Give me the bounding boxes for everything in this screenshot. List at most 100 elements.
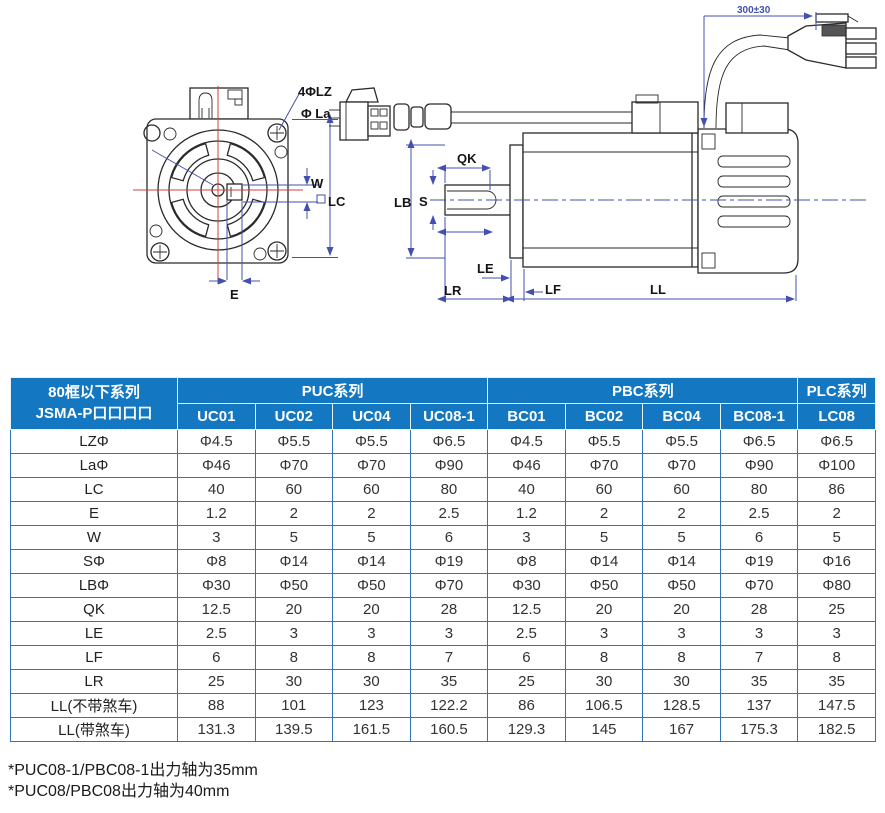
spec-cell: 5 — [797, 525, 876, 550]
spec-cell: Φ30 — [487, 573, 566, 598]
spec-cell: Φ16 — [797, 549, 876, 574]
label-qk: QK — [457, 151, 477, 166]
group-header: PLC系列 — [797, 377, 876, 404]
spec-cell: 8 — [797, 645, 876, 670]
spec-cell: 3 — [719, 621, 799, 646]
flange-slots — [170, 142, 266, 238]
spec-cell: 137 — [719, 693, 799, 718]
spec-cell: 145 — [564, 717, 644, 742]
spec-cell: 28 — [719, 597, 799, 622]
label-4lz: 4ΦLZ — [298, 84, 332, 99]
spec-cell: 8 — [642, 645, 721, 670]
row-label: LR — [10, 669, 178, 694]
leader-la — [151, 149, 214, 186]
spec-cell: 147.5 — [797, 693, 876, 718]
label-w: W — [311, 176, 324, 191]
cable-gland-left — [631, 101, 699, 134]
spec-cell: Φ5.5 — [254, 429, 334, 454]
spec-cell: 80 — [409, 477, 489, 502]
spec-cell: 2 — [254, 501, 334, 526]
row-label: LC — [10, 477, 178, 502]
spec-cell: 175.3 — [719, 717, 799, 742]
spec-cell: Φ50 — [254, 573, 334, 598]
label-le: LE — [477, 261, 494, 276]
footnote-1: *PUC08-1/PBC08-1出力轴为35mm — [8, 762, 258, 779]
spec-cell: 35 — [797, 669, 876, 694]
spec-cell: Φ5.5 — [332, 429, 411, 454]
spec-cell: Φ6.5 — [797, 429, 876, 454]
row-label: W — [10, 525, 178, 550]
spec-cell: Φ50 — [564, 573, 644, 598]
spec-cell: 3 — [487, 525, 566, 550]
row-label: LL(不带煞车) — [10, 693, 178, 718]
spec-cell: 60 — [254, 477, 334, 502]
spec-cell: 5 — [642, 525, 721, 550]
spec-cell: 2.5 — [487, 621, 566, 646]
spec-cell: 1.2 — [487, 501, 566, 526]
column-header: UC01 — [177, 403, 256, 430]
rear-housing — [697, 128, 799, 274]
spec-cell: 60 — [564, 477, 644, 502]
label-s: S — [419, 194, 428, 209]
spec-cell: 12.5 — [487, 597, 566, 622]
row-label: LF — [10, 645, 178, 670]
label-lc: LC — [328, 194, 346, 209]
group-header: PBC系列 — [487, 377, 799, 404]
corner-header: 80框以下系列 JSMA-P口口口口 — [10, 377, 178, 430]
spec-cell: Φ5.5 — [642, 429, 721, 454]
column-header: UC04 — [332, 403, 411, 430]
model-pattern: JSMA-P口口口口 — [35, 404, 153, 422]
column-header: BC02 — [564, 403, 644, 430]
spec-cell: Φ70 — [409, 573, 489, 598]
spec-cell: Φ30 — [177, 573, 256, 598]
spec-cell: 101 — [254, 693, 334, 718]
spec-cell: 88 — [177, 693, 256, 718]
spec-cell: 2 — [642, 501, 721, 526]
square-symbol — [316, 194, 326, 204]
spec-cell: 7 — [409, 645, 489, 670]
row-label: SΦ — [10, 549, 178, 574]
spec-cell: 6 — [487, 645, 566, 670]
label-lf: LF — [545, 282, 561, 297]
spec-cell: Φ14 — [332, 549, 411, 574]
spec-cell: 8 — [564, 645, 644, 670]
spec-cell: 40 — [177, 477, 256, 502]
spec-cell: 20 — [332, 597, 411, 622]
spec-cell: 3 — [177, 525, 256, 550]
spec-cell: 35 — [409, 669, 489, 694]
label-cable-length: 300±30 — [737, 5, 771, 16]
side-dimensions — [406, 12, 817, 303]
label-la: Φ La — [301, 106, 331, 121]
spec-cell: 25 — [177, 669, 256, 694]
label-lr: LR — [444, 283, 462, 298]
spec-cell: 1.2 — [177, 501, 256, 526]
spec-cell: 3 — [564, 621, 644, 646]
label-lb: LB — [394, 195, 411, 210]
spec-cell: 25 — [487, 669, 566, 694]
spec-cell: 3 — [797, 621, 876, 646]
spec-cell: 131.3 — [177, 717, 256, 742]
spec-cell: 3 — [332, 621, 411, 646]
label-e: E — [230, 287, 239, 302]
front-view: 4ΦLZ Φ La W LC E — [133, 84, 346, 302]
spec-cell: Φ8 — [487, 549, 566, 574]
spec-cell: 2 — [564, 501, 644, 526]
series-title: 80框以下系列 — [48, 384, 140, 402]
column-header: BC04 — [642, 403, 721, 430]
power-cable — [703, 34, 791, 129]
spec-cell: 20 — [254, 597, 334, 622]
column-header: BC01 — [487, 403, 566, 430]
spec-cell: 25 — [797, 597, 876, 622]
spec-cell: 40 — [487, 477, 566, 502]
spec-cell: 5 — [254, 525, 334, 550]
